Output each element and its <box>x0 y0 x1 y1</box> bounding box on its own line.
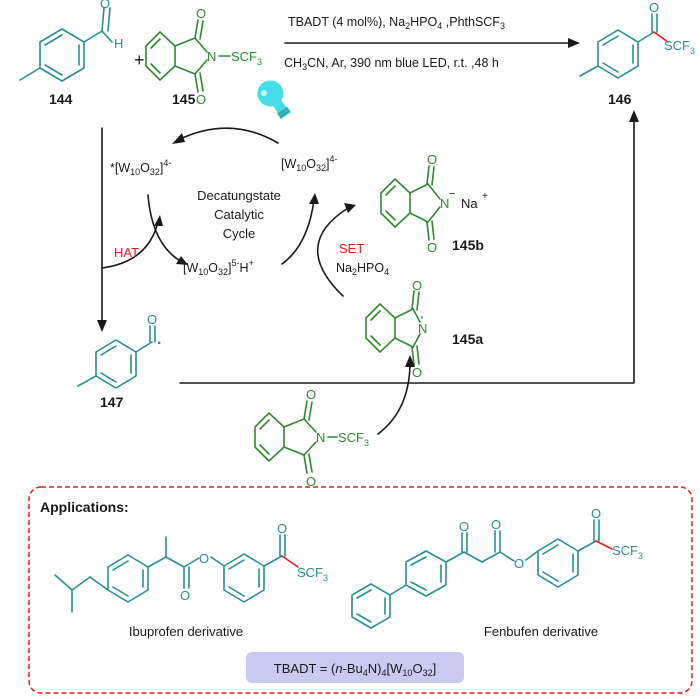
base-label: Na2HPO4 <box>336 261 389 277</box>
atom-label: N <box>418 321 427 336</box>
compound-145-structure: O O N SCF3 <box>145 6 262 107</box>
vertical-arrow-to-147 <box>97 127 107 332</box>
radical-dot: · <box>420 310 424 325</box>
conditions-bottom: CH3CN, Ar, 390 nm blue LED, r.t. ,48 h <box>284 56 499 72</box>
compound-label-145: 145 <box>172 91 196 107</box>
atom-label: H <box>114 36 123 51</box>
set-label: SET <box>339 241 364 256</box>
excited-decatungstate: *[W10O32]4- <box>110 158 171 177</box>
atom-label: N <box>207 49 216 64</box>
charge-plus: + <box>482 191 488 202</box>
atom-label: O <box>306 474 316 489</box>
compound-145b-structure: O O N − Na + <box>380 152 488 255</box>
conditions-top: TBADT (4 mol%), Na2HPO4 ,PhthSCF3 <box>288 15 505 31</box>
atom-label: O <box>459 519 469 534</box>
compound-label-144: 144 <box>49 91 73 107</box>
fenbufen-label: Fenbufen derivative <box>484 624 598 639</box>
catalytic-cycle-arrows <box>101 127 356 297</box>
atom-label: O <box>199 551 209 566</box>
ibuprofen-derivative-structure: O O O SCF3 <box>54 521 328 613</box>
atom-label: O <box>306 387 316 402</box>
atom-label: O <box>591 506 601 521</box>
charge-minus: − <box>449 188 455 200</box>
cycle-title-line3: Cycle <box>223 226 256 241</box>
reaction-arrow <box>284 38 580 48</box>
atom-label: O <box>427 240 437 255</box>
compound-146-structure: O SCF3 <box>579 0 695 79</box>
atom-label: O <box>514 556 524 571</box>
phthscf3-reagent-structure: O O N SCF3 <box>254 387 369 489</box>
atom-label: O <box>196 92 206 107</box>
atom-label: SCF3 <box>612 543 643 561</box>
applications-title: Applications: <box>40 499 129 515</box>
atom-label: O <box>277 521 287 536</box>
reduced-decatungstate: [W10O32]5-H+ <box>183 258 254 277</box>
compound-144-structure: O H <box>19 0 123 82</box>
atom-label: O <box>649 0 659 15</box>
atom-label: N <box>440 196 449 211</box>
ibuprofen-label: Ibuprofen derivative <box>129 624 243 639</box>
atom-label: O <box>147 312 157 327</box>
atom-label: SCF3 <box>338 430 369 448</box>
atom-label: O <box>412 365 422 380</box>
cycle-title-line2: Catalytic <box>214 207 264 222</box>
plus-sign: + <box>134 50 145 70</box>
arrow-147-to-146 <box>179 110 639 384</box>
compound-145a-structure: O O N · <box>365 278 427 380</box>
compound-label-145a: 145a <box>452 331 483 347</box>
tbadt-definition: TBADT = (n-Bu4N)4[W10O32] <box>274 661 436 678</box>
tbadt-definition-box <box>246 652 464 683</box>
atom-label: SCF3 <box>664 38 695 56</box>
atom-label: O <box>427 152 437 167</box>
atom-label: SCF3 <box>231 49 262 67</box>
light-bulb-icon <box>257 80 291 120</box>
applications-box <box>28 486 693 694</box>
atom-label: N <box>316 430 325 445</box>
sodium-label: Na <box>461 196 478 211</box>
atom-label: O <box>180 588 190 603</box>
hat-label: HAT <box>114 245 139 260</box>
ground-decatungstate: [W10O32]4- <box>281 154 338 173</box>
atom-label: SCF3 <box>297 565 328 583</box>
compound-label-147: 147 <box>100 394 124 410</box>
compound-label-145b: 145b <box>452 237 484 253</box>
compound-label-146: 146 <box>608 91 632 107</box>
arrow-phthscf3-to-145a <box>377 355 415 435</box>
compound-147-structure: O · <box>77 312 162 389</box>
radical-dot: · <box>157 335 162 352</box>
atom-label: O <box>100 0 110 11</box>
atom-label: O <box>196 6 206 21</box>
atom-label: O <box>491 517 501 532</box>
fenbufen-derivative-structure: O O O O SCF3 <box>351 506 643 629</box>
cycle-title-line1: Decatungstate <box>197 188 281 203</box>
atom-label: O <box>412 278 422 293</box>
